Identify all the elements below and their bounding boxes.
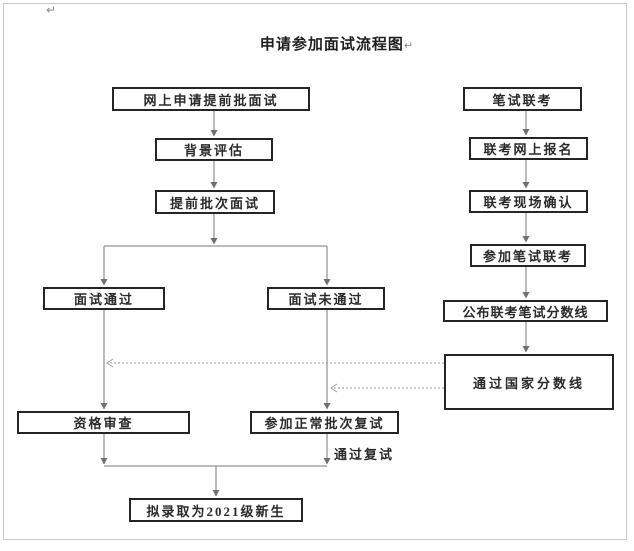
flow-node-pass-national-line: 通过国家分数线	[444, 354, 614, 410]
flow-node-interview-failed: 面试未通过	[267, 287, 385, 310]
edge-label-pass-retest: 通过复试	[334, 447, 395, 462]
paragraph-mark-icon: ↵	[46, 3, 57, 17]
page-title-text: 申请参加面试流程图	[259, 37, 404, 53]
flow-node-exam-online-register: 联考网上报名	[469, 137, 588, 160]
flow-node-announce-score-line: 公布联考笔试分数线	[443, 300, 608, 322]
flow-node-exam-onsite-confirm: 联考现场确认	[469, 190, 588, 213]
flow-node-written-joint-exam: 笔试联考	[463, 87, 582, 111]
flow-node-online-apply: 网上申请提前批面试	[112, 87, 310, 111]
paragraph-mark-icon: ↵	[403, 39, 415, 52]
flow-node-qualification-review: 资格审查	[17, 411, 190, 434]
flow-node-admission: 拟录取为2021级新生	[129, 498, 303, 522]
page-title: 申请参加面试流程图↵	[252, 33, 422, 54]
flow-node-interview-passed: 面试通过	[43, 287, 165, 310]
flow-node-normal-batch-retest: 参加正常批次复试	[250, 411, 399, 434]
flow-node-background-eval: 背景评估	[155, 138, 273, 161]
flow-node-take-written-exam: 参加笔试联考	[470, 244, 586, 267]
flow-node-early-batch-interview: 提前批次面试	[155, 190, 275, 214]
